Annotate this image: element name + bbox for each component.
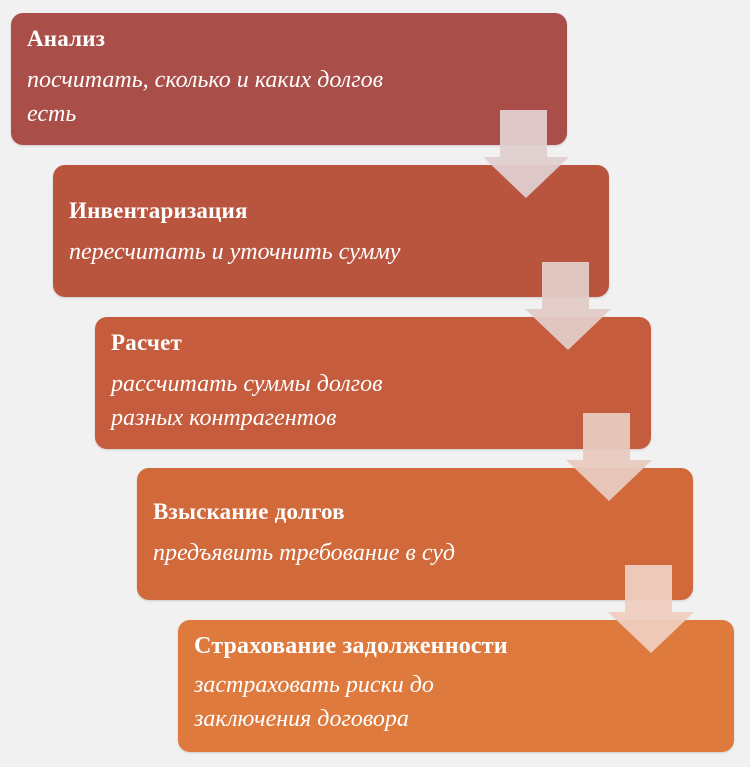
down-arrow-icon xyxy=(566,413,652,501)
step-analysis: Анализ посчитать, сколько и каких долгов… xyxy=(11,13,567,145)
step-title: Инвентаризация xyxy=(69,198,248,223)
step-description: предъявить требование в суд xyxy=(153,540,456,566)
down-arrow-icon xyxy=(483,110,569,198)
step-title: Взыскание долгов xyxy=(153,499,345,524)
step-description: пересчитать и уточнить сумму xyxy=(69,239,401,265)
step-title: Расчет xyxy=(111,330,182,355)
step-title: Анализ xyxy=(27,26,106,51)
step-inventory: Инвентаризация пересчитать и уточнить су… xyxy=(53,165,609,297)
step-description: рассчитать суммы долгов разных контраген… xyxy=(111,371,383,431)
step-description: посчитать, сколько и каких долгов есть xyxy=(27,67,384,127)
step-title: Страхование задолженности xyxy=(194,633,508,659)
step-debt-insurance: Страхование задолженности застраховать р… xyxy=(178,620,734,752)
down-arrow-icon xyxy=(608,565,694,653)
step-description: застраховать риски до заключения договор… xyxy=(194,672,434,732)
down-arrow-icon xyxy=(525,262,611,350)
step-debt-collection: Взыскание долгов предъявить требование в… xyxy=(137,468,693,600)
